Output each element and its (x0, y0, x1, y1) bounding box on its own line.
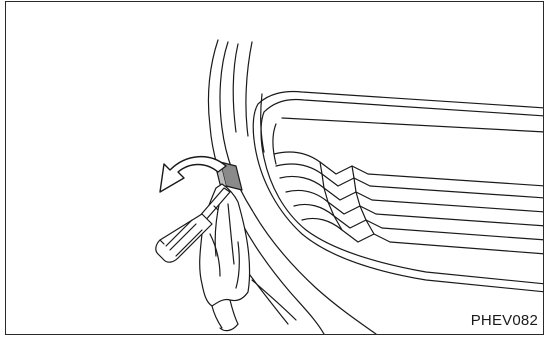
protective-cloth (200, 184, 250, 331)
curved-arrow-left-icon (160, 157, 226, 192)
illustration (6, 2, 544, 335)
figure-frame: PHEV082 (5, 1, 544, 335)
figure-code-label: PHEV082 (471, 313, 538, 328)
front-grille (253, 92, 544, 293)
